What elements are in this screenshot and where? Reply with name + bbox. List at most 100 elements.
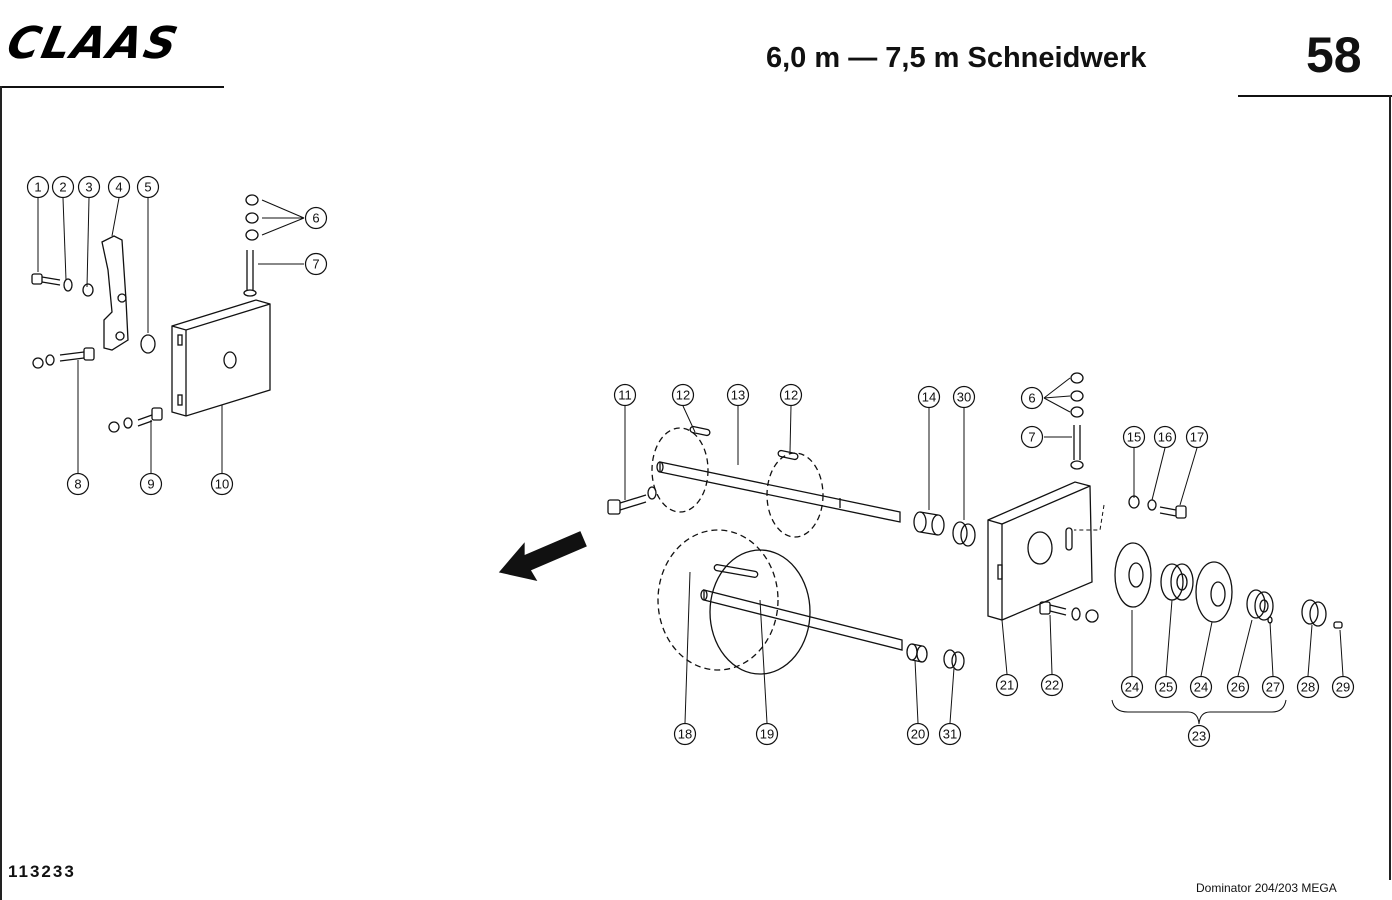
nuts-part-6b bbox=[1070, 372, 1084, 418]
callout-label: 18 bbox=[678, 727, 692, 742]
callout-label: 10 bbox=[215, 477, 229, 492]
callout-circle bbox=[917, 385, 941, 409]
callout-label: 6 bbox=[1028, 391, 1035, 406]
callout-circle bbox=[995, 673, 1019, 697]
ring-part-5 bbox=[140, 334, 156, 354]
callout-c21: 21 bbox=[995, 673, 1019, 697]
callout-label: 14 bbox=[922, 390, 936, 405]
callout-circle bbox=[1187, 724, 1211, 748]
callout-c14: 14 bbox=[917, 385, 941, 409]
callout-circle bbox=[304, 206, 328, 230]
callout-c3: 3 bbox=[77, 175, 101, 199]
bolt-part-9 bbox=[108, 407, 163, 433]
flange-part-24b bbox=[1195, 561, 1233, 623]
callout-circle bbox=[66, 472, 90, 496]
washer-part-2 bbox=[63, 278, 73, 292]
seal-part-31 bbox=[943, 649, 965, 671]
callout-circle bbox=[77, 175, 101, 199]
bushing-part-14 bbox=[913, 511, 945, 536]
washer-part-16 bbox=[1147, 499, 1157, 511]
nuts-part-6 bbox=[245, 194, 259, 241]
plate-part-21 bbox=[987, 481, 1093, 621]
callout-c18: 18 bbox=[673, 722, 697, 746]
callout-c5: 5 bbox=[136, 175, 160, 199]
callout-circle bbox=[1189, 675, 1213, 699]
callout-c1: 1 bbox=[26, 175, 50, 199]
callout-circle bbox=[671, 383, 695, 407]
callout-c22: 22 bbox=[1040, 673, 1064, 697]
direction-arrow-icon bbox=[498, 531, 587, 581]
page-title: 6,0 m — 7,5 m Schneidwerk bbox=[766, 42, 1147, 74]
callout-circle bbox=[139, 472, 163, 496]
callout-label: 8 bbox=[74, 477, 81, 492]
callout-label: 19 bbox=[760, 727, 774, 742]
shaft-part-13 bbox=[656, 461, 901, 523]
callout-circle bbox=[906, 722, 930, 746]
callout-circle bbox=[1120, 675, 1144, 699]
callout-label: 5 bbox=[144, 180, 151, 195]
callout-c28: 28 bbox=[1296, 675, 1320, 699]
callout-label: 22 bbox=[1045, 678, 1059, 693]
lever-part-4 bbox=[101, 235, 129, 351]
callout-c7a: 7 bbox=[304, 252, 328, 276]
shaft-part-19 bbox=[700, 589, 903, 651]
callout-label: 29 bbox=[1336, 680, 1350, 695]
callout-circle bbox=[304, 252, 328, 276]
grease-nipple-part-29 bbox=[1333, 621, 1343, 629]
key-part-12b bbox=[777, 449, 799, 461]
callout-label: 30 bbox=[957, 390, 971, 405]
bolt-part-11 bbox=[607, 486, 657, 515]
frame-right-border bbox=[1389, 95, 1391, 880]
callout-circle bbox=[51, 175, 75, 199]
callout-label: 20 bbox=[911, 727, 925, 742]
callout-label: 23 bbox=[1192, 729, 1206, 744]
stud-part-7b bbox=[1070, 425, 1084, 470]
callout-label: 4 bbox=[115, 180, 122, 195]
callout-c17: 17 bbox=[1185, 425, 1209, 449]
callout-label: 1 bbox=[34, 180, 41, 195]
callout-circle bbox=[613, 383, 637, 407]
callout-circle bbox=[210, 472, 234, 496]
bearing-part-28 bbox=[1301, 599, 1327, 627]
callout-c20: 20 bbox=[906, 722, 930, 746]
callout-c15: 15 bbox=[1122, 425, 1146, 449]
bolt-part-8 bbox=[32, 347, 95, 369]
key-part-12a bbox=[689, 425, 711, 437]
callout-circle bbox=[952, 385, 976, 409]
logo-underline bbox=[0, 86, 224, 88]
callout-c23: 23 bbox=[1187, 724, 1211, 748]
callout-circle bbox=[1040, 673, 1064, 697]
page-number: 58 bbox=[1306, 27, 1362, 83]
sprocket-outline-right bbox=[766, 452, 824, 538]
callout-circle bbox=[1261, 675, 1285, 699]
callout-label: 7 bbox=[312, 257, 319, 272]
left-leaders bbox=[37, 197, 305, 473]
callout-c11: 11 bbox=[613, 383, 637, 407]
callout-c6a: 6 bbox=[304, 206, 328, 230]
callout-circle bbox=[26, 175, 50, 199]
sprocket-outline-left bbox=[651, 427, 709, 513]
callout-c30: 30 bbox=[952, 385, 976, 409]
right-assembly bbox=[607, 372, 1344, 725]
callout-label: 28 bbox=[1301, 680, 1315, 695]
callout-c6b: 6 bbox=[1020, 386, 1044, 410]
callout-c2: 2 bbox=[51, 175, 75, 199]
callout-label: 12 bbox=[676, 388, 690, 403]
callout-circle bbox=[1154, 675, 1178, 699]
callout-c26: 26 bbox=[1226, 675, 1250, 699]
callout-label: 6 bbox=[312, 211, 319, 226]
bearing-part-25 bbox=[1160, 563, 1194, 601]
washer-part-15 bbox=[1128, 495, 1140, 509]
bolt-part-17 bbox=[1159, 505, 1187, 519]
callout-circle bbox=[1185, 425, 1209, 449]
callout-c12a: 12 bbox=[671, 383, 695, 407]
callout-circle bbox=[1226, 675, 1250, 699]
washer-part-3 bbox=[82, 283, 94, 297]
callout-label: 24 bbox=[1194, 680, 1208, 695]
callout-label: 26 bbox=[1231, 680, 1245, 695]
seal-part-30 bbox=[952, 521, 976, 547]
callout-circle bbox=[1020, 386, 1044, 410]
flange-part-24a bbox=[1114, 542, 1152, 608]
key-part-18 bbox=[713, 564, 759, 578]
callout-c10: 10 bbox=[210, 472, 234, 496]
